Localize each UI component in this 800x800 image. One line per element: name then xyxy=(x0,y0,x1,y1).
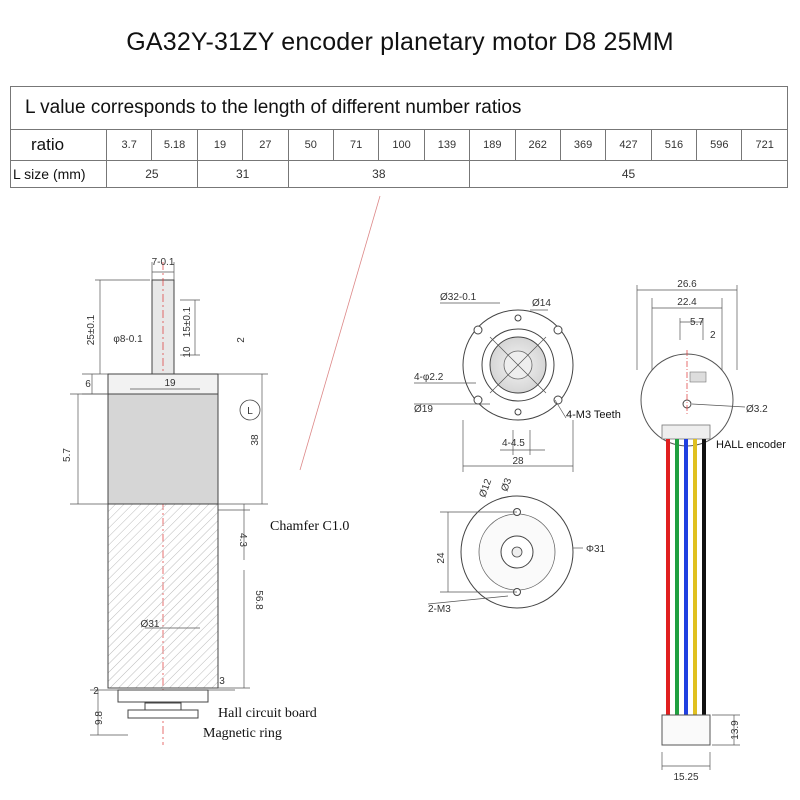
dim-flat-offset: 10 xyxy=(182,346,193,358)
ratio-cell: 262 xyxy=(514,129,561,161)
l-marker-circle xyxy=(239,399,261,421)
magnetic-ring-label: Magnetic ring xyxy=(203,726,282,741)
dim-connector-width: 15.25 xyxy=(673,772,698,783)
dim-hub: 19 xyxy=(164,378,176,389)
leader-line xyxy=(299,195,381,471)
dim-rear-spacing: 24 xyxy=(436,552,447,564)
page-title: GA32Y-31ZY encoder planetary motor D8 25… xyxy=(126,28,674,56)
encoder-wires xyxy=(666,439,706,715)
dim-rear-dia: Φ31 xyxy=(586,544,606,555)
hall-encoder-label: HALL encoder xyxy=(716,439,786,451)
lsize-cell: 31 xyxy=(196,160,289,188)
connector xyxy=(661,714,711,746)
dim-enc-small: 2 xyxy=(710,330,716,341)
hall-sensor xyxy=(689,371,707,383)
magnetic-ring xyxy=(144,702,182,711)
dim-front-width: 28 xyxy=(512,456,524,467)
dim-bottom-right: 3 xyxy=(219,676,225,687)
dim-gap-top: 2 xyxy=(236,337,247,343)
ratio-cell: 721 xyxy=(741,129,788,161)
dim-enc-offset: 5.7 xyxy=(690,317,704,328)
dim-offset: 5.7 xyxy=(62,448,73,462)
dim-front-boss: Ø14 xyxy=(532,298,551,309)
gearbox-body xyxy=(107,393,219,505)
dim-motor-len: 56.8 xyxy=(253,590,264,610)
lsize-label: L size (mm) xyxy=(10,160,107,188)
encoder-plug xyxy=(661,424,711,440)
dim-shaft-length: 25±0.1 xyxy=(86,314,97,345)
dim-rear-hole-a: Ø12 xyxy=(477,477,494,499)
dim-gear-len: 38 xyxy=(250,434,261,446)
ratio-cell: 3.7 xyxy=(105,129,153,161)
encoder-view: 26.6 22.4 5.7 2 Ø3.2 HALL encoder 13.9 1… xyxy=(636,279,786,783)
dim-l-marker: L xyxy=(247,406,253,417)
ratio-cell: 100 xyxy=(378,129,425,161)
ratio-label: ratio xyxy=(10,129,107,161)
hall-board xyxy=(117,689,209,703)
front-flange xyxy=(107,373,219,395)
ratio-cell: 139 xyxy=(423,129,471,161)
dim-connector-height: 13.9 xyxy=(730,720,741,740)
lsize-cell: 45 xyxy=(469,160,788,188)
dim-front-holes: 4-φ2.2 xyxy=(414,372,444,383)
side-view: 7-0.1 25±0.1 15±0.1 10 φ8-0.1 2 6 19 38 … xyxy=(62,257,349,745)
dim-step: 6 xyxy=(85,379,91,390)
ratio-table: L value corresponds to the length of dif… xyxy=(10,86,788,188)
dim-flat-length: 15±0.1 xyxy=(182,306,193,337)
front-view: Ø32-0.1 Ø14 4-φ2.2 Ø19 4-4.5 28 4-M3 Tee… xyxy=(414,292,621,472)
dim-rear-screws: 2-M3 xyxy=(428,604,451,615)
chamfer-label: Chamfer C1.0 xyxy=(270,519,349,534)
dim-front-spacing: 4-4.5 xyxy=(502,438,525,449)
ratio-cell: 596 xyxy=(696,129,743,161)
ratio-cell: 189 xyxy=(469,129,516,161)
dim-enc-overall: 26.6 xyxy=(677,279,697,290)
hall-board-label: Hall circuit board xyxy=(218,706,317,721)
table-caption: L value corresponds to the length of dif… xyxy=(10,86,788,130)
lsize-cell: 25 xyxy=(106,160,198,188)
ratio-cell: 50 xyxy=(287,129,334,161)
dim-motor-dia: Ø31 xyxy=(141,619,160,630)
dim-bottom-left: 2 xyxy=(93,686,99,697)
ratio-cell: 369 xyxy=(559,129,607,161)
dim-rear-hole-b: Ø3 xyxy=(499,476,514,493)
dim-front-inner: Ø19 xyxy=(414,404,433,415)
ratio-cell: 19 xyxy=(196,129,244,161)
rear-view: Ø12 Ø3 24 Φ31 2-M3 xyxy=(427,476,606,615)
ring-base xyxy=(127,709,199,719)
dim-front-outer: Ø32-0.1 xyxy=(440,292,477,303)
teeth-label: 4-M3 Teeth xyxy=(566,409,621,421)
dim-shaft-dia: φ8-0.1 xyxy=(113,334,143,345)
dim-enc-inner: 22.4 xyxy=(677,297,697,308)
motor-body xyxy=(107,503,219,689)
dim-shaft-width: 7-0.1 xyxy=(152,257,175,268)
dim-bottom-total: 9.8 xyxy=(94,711,105,725)
dim-chamfer-gap: 4.3 xyxy=(237,533,248,547)
dim-enc-hole: Ø3.2 xyxy=(746,404,768,415)
